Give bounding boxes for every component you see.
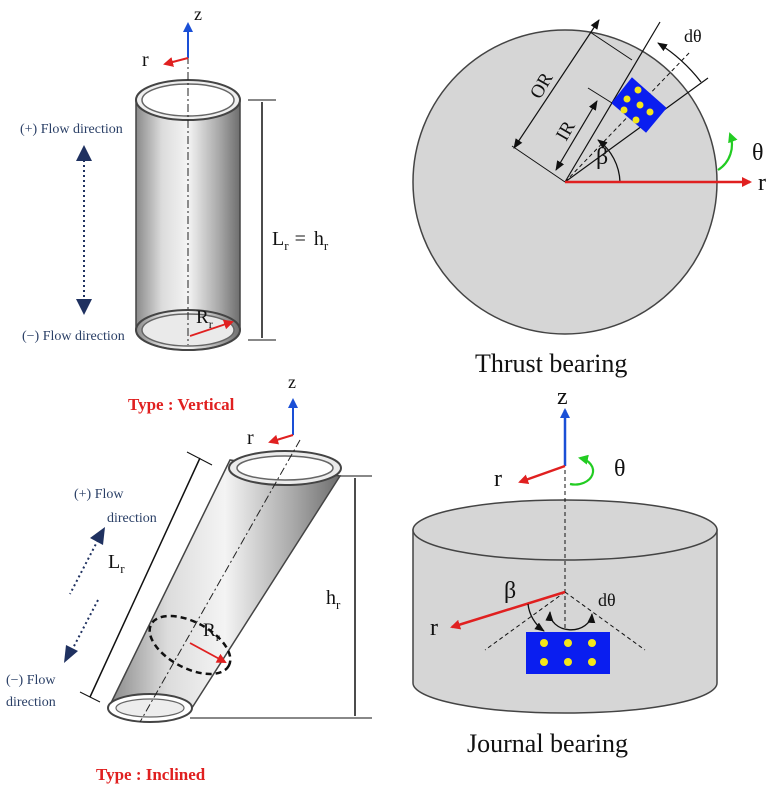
inclined-tube-body (107, 450, 342, 723)
inclined-radius-arrow (189, 642, 227, 663)
inclined-tube-panel: z r (+) Flow direction (−) Flow directio… (6, 372, 372, 784)
vertical-radius-label: Rr (196, 307, 213, 331)
vertical-tube-panel: z r (+) Flow direction (−) Flow directio… (20, 4, 329, 414)
vertical-z-label: z (194, 4, 202, 24)
thrust-r-label: r (758, 170, 766, 196)
thrust-bearing-caption: Thrust bearing (475, 349, 627, 378)
journal-ray-right (564, 591, 646, 651)
thrust-dtheta-label: dθ (684, 26, 702, 46)
inclined-height-dimension (190, 475, 372, 719)
inclined-type-label: Type : Inclined (96, 765, 206, 784)
vertical-flow-negative-label: (−) Flow direction (22, 329, 125, 344)
inclined-radius-label: Rr (203, 620, 220, 644)
journal-r-label: r (494, 466, 502, 492)
journal-beta-arc (527, 603, 545, 632)
thrust-bearing-panel: OR IR β dθ θ r Thrust bearing (412, 19, 766, 378)
inclined-r-label: r (247, 427, 254, 449)
journal-bearing-panel: z r θ r β dθ Journal bearing (412, 384, 718, 758)
thrust-beta-label: β (596, 144, 608, 170)
vertical-radius-arrow (189, 319, 234, 337)
inclined-flow-positive-label-2: direction (107, 511, 157, 526)
vertical-r-axis-arrow (163, 57, 189, 67)
journal-bearing-caption: Journal bearing (467, 729, 628, 758)
vertical-flow-positive-label: (+) Flow direction (20, 122, 123, 137)
thrust-theta-rotation-arrow (717, 132, 738, 171)
inclined-r-axis-arrow (268, 434, 294, 445)
journal-sensor-pad (526, 632, 610, 674)
inclined-cross-section (148, 614, 232, 676)
vertical-type-label: Type : Vertical (128, 395, 235, 414)
journal-beta-label: β (504, 578, 516, 604)
thrust-outer-radius-dimension (511, 19, 633, 183)
inclined-length-label: Lr (108, 551, 125, 576)
journal-radial-r-label: r (430, 615, 438, 641)
journal-theta-rotation-arrow (569, 454, 595, 486)
inclined-flow-negative-label-1: (−) Flow (6, 673, 56, 688)
thrust-inner-radius-dimension (555, 87, 613, 171)
journal-z-label: z (557, 384, 568, 410)
journal-radial-r-arrow (450, 590, 566, 630)
journal-r-axis-arrow (518, 464, 566, 485)
thrust-theta-label: θ (752, 140, 764, 166)
inclined-centerline (139, 439, 301, 723)
inclined-z-label: z (288, 372, 296, 392)
thrust-dtheta-arc (657, 42, 702, 83)
inclined-flow-negative-label-2: direction (6, 695, 56, 710)
inclined-flow-positive-label-1: (+) Flow (74, 487, 124, 502)
journal-ray-left (484, 591, 566, 651)
thrust-beta-arc (597, 139, 621, 183)
thrust-sensor-pad (611, 77, 667, 133)
inclined-flow-indicator (64, 527, 105, 663)
vertical-flow-indicator (76, 145, 92, 315)
journal-theta-label: θ (614, 456, 626, 482)
inclined-length-dimension (79, 451, 213, 703)
journal-dtheta-label: dθ (598, 590, 616, 610)
vertical-length-height-label: Lr=hr (272, 228, 329, 253)
journal-dtheta-arc (545, 611, 596, 631)
vertical-r-label: r (142, 49, 149, 71)
inclined-height-label: hr (326, 587, 341, 612)
vertical-length-dimension (248, 99, 276, 341)
